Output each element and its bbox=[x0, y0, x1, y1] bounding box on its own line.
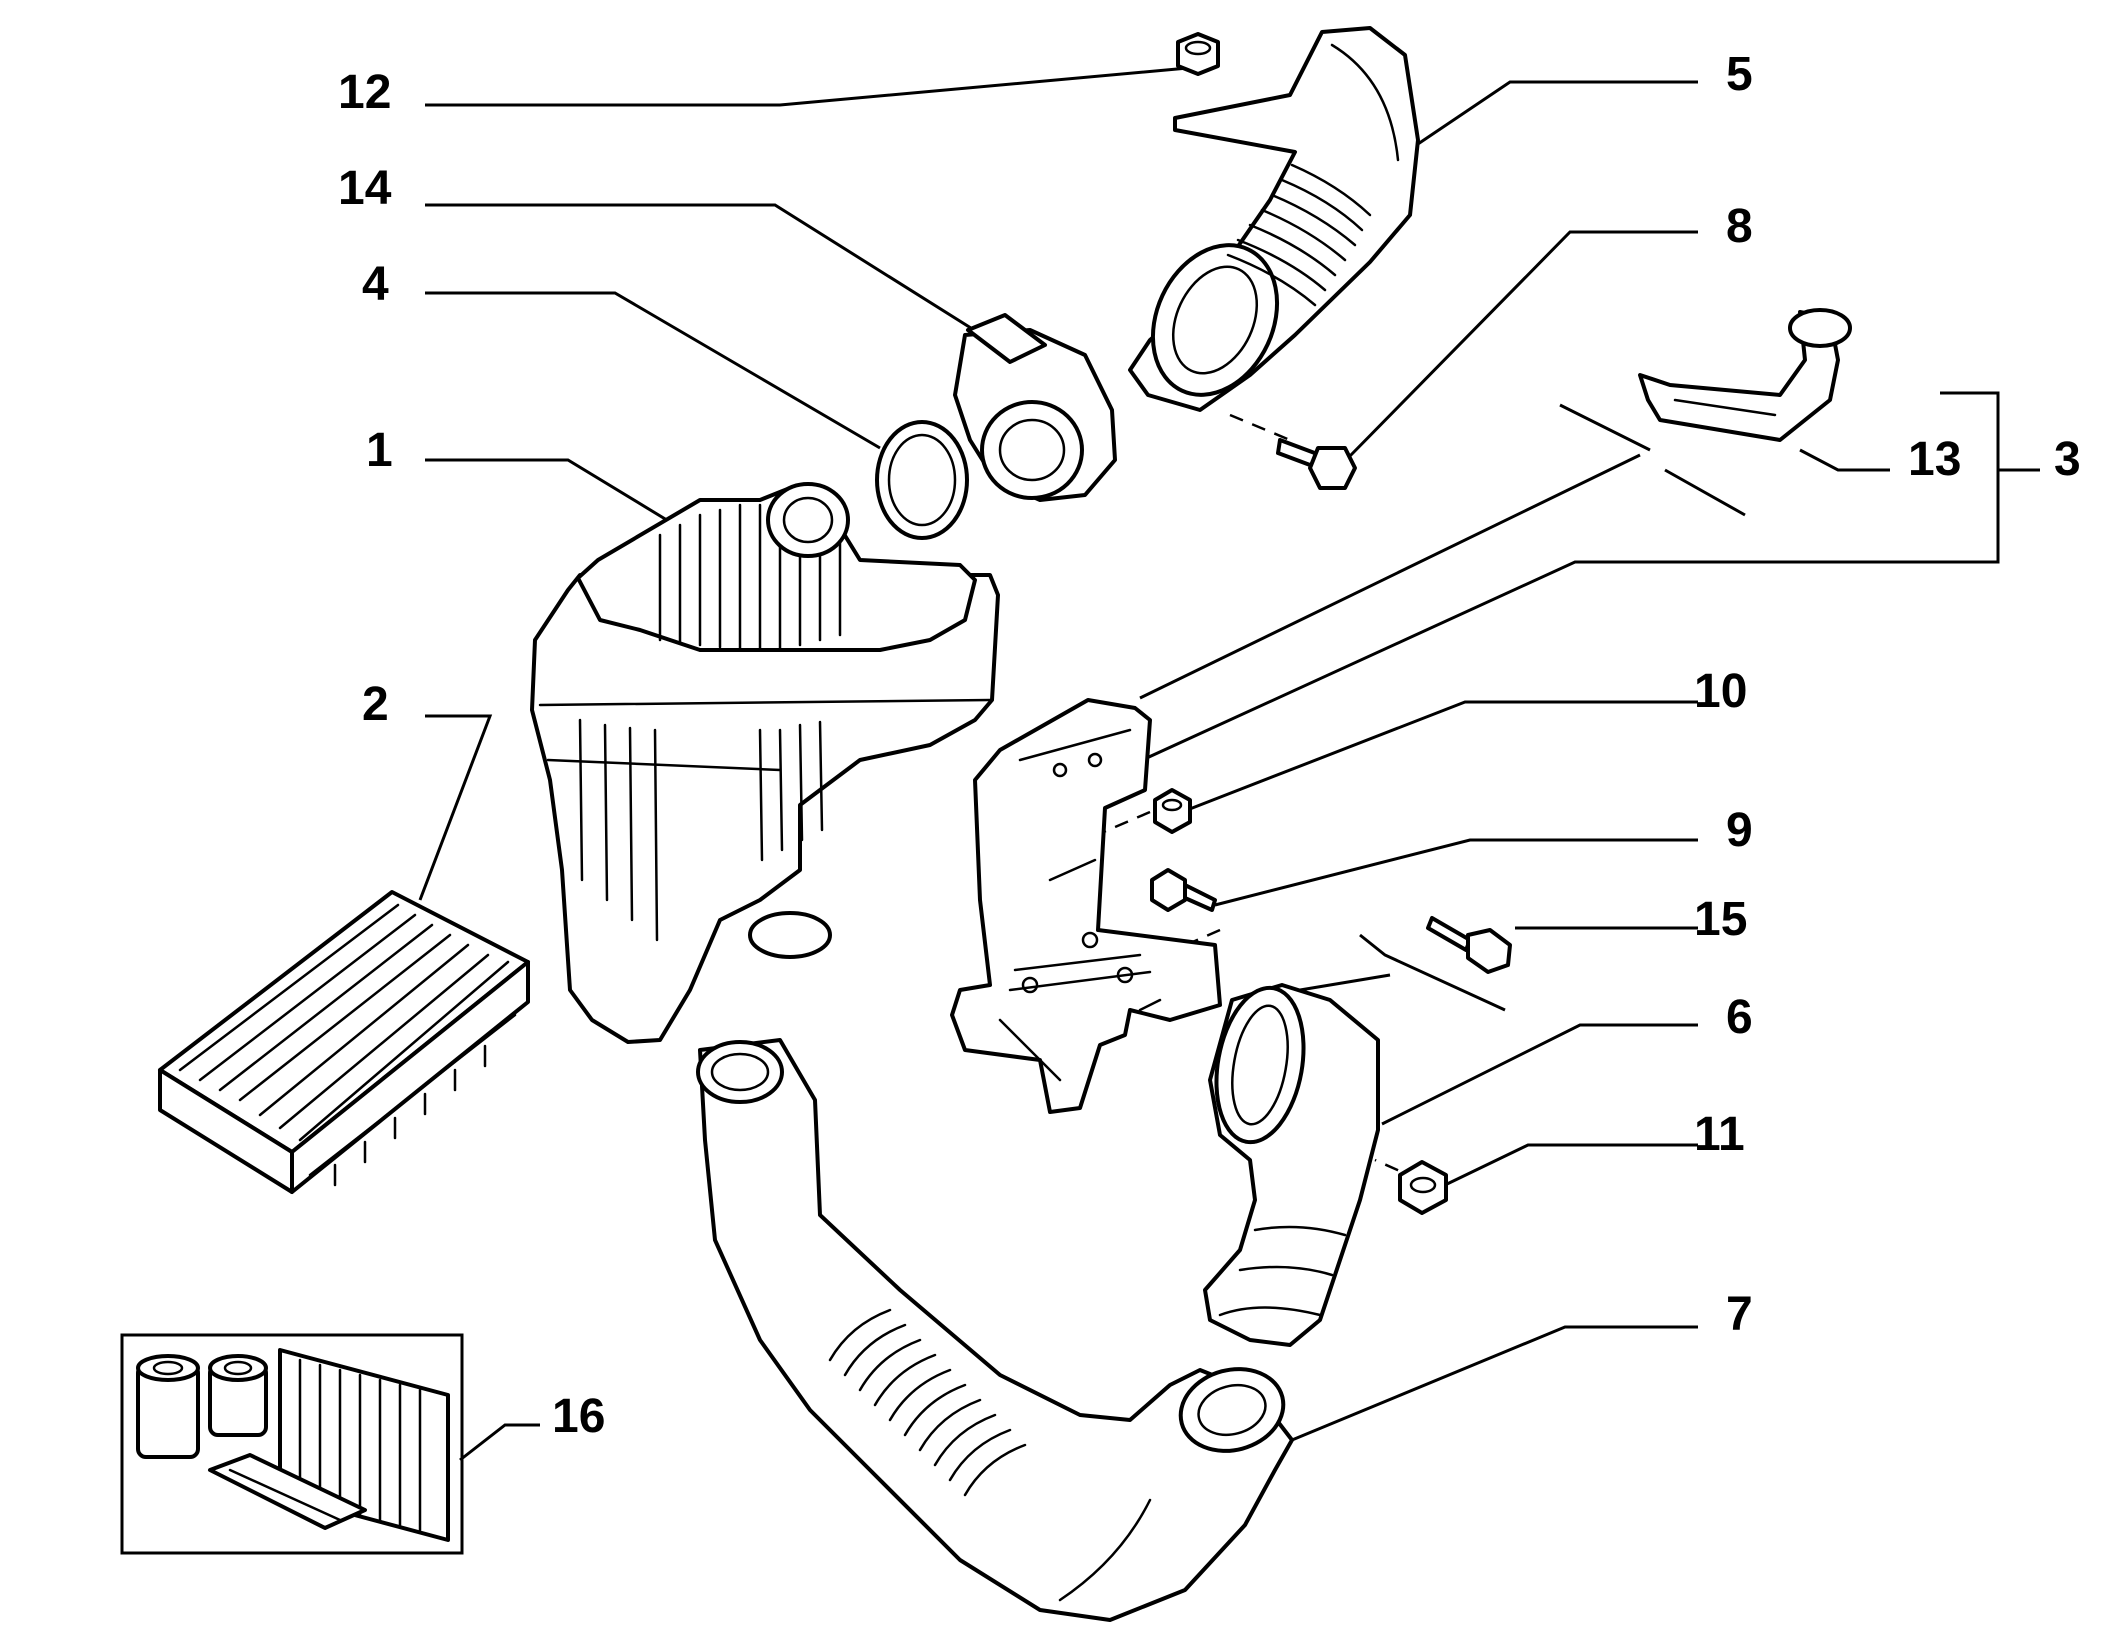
callout-7: 7 bbox=[1726, 1288, 1753, 1341]
airflow-sensor-14-icon bbox=[953, 313, 1117, 502]
nut-10-icon bbox=[1153, 788, 1192, 834]
support-bracket-3-icon bbox=[950, 698, 1222, 1114]
callout-4: 4 bbox=[362, 258, 389, 311]
air-duct-5-icon bbox=[1128, 26, 1420, 412]
callout-8: 8 bbox=[1726, 200, 1753, 253]
callout-3: 3 bbox=[2054, 433, 2081, 486]
air-filter-housing-1-icon bbox=[530, 482, 1000, 1044]
leader-2 bbox=[418, 714, 493, 901]
filter-element-2-icon bbox=[158, 890, 530, 1194]
leader-4 bbox=[425, 291, 881, 450]
leader-7 bbox=[1291, 1325, 1698, 1442]
bolt-9-icon bbox=[1150, 868, 1217, 912]
callout-9: 9 bbox=[1726, 804, 1753, 857]
leader-8 bbox=[1346, 230, 1698, 460]
callout-16: 16 bbox=[552, 1390, 605, 1443]
leader-12 bbox=[425, 66, 1189, 107]
callout-14: 14 bbox=[338, 162, 392, 215]
callout-1: 1 bbox=[366, 424, 393, 477]
leader-16 bbox=[459, 1423, 540, 1462]
callout-12: 12 bbox=[338, 66, 391, 119]
intake-hose-7-icon bbox=[696, 1038, 1294, 1622]
leader-5 bbox=[1411, 80, 1698, 150]
leader-3-c bbox=[1559, 403, 1651, 452]
callout-10: 10 bbox=[1694, 665, 1747, 718]
leader-6 bbox=[1381, 1023, 1698, 1126]
filter-kit-16-icon bbox=[120, 1333, 464, 1555]
bracket-strap-13-icon bbox=[1638, 308, 1852, 442]
leader-lines bbox=[418, 66, 2040, 1462]
leader-1 bbox=[425, 458, 681, 530]
leader-13 bbox=[1799, 448, 1890, 472]
nut-11-icon bbox=[1398, 1160, 1448, 1215]
leader-3-b bbox=[1664, 468, 1746, 517]
callout-13: 13 bbox=[1908, 433, 1961, 486]
leader-3-a bbox=[1139, 453, 1641, 700]
leader-10 bbox=[1181, 700, 1698, 814]
bolt-8-icon bbox=[1276, 438, 1357, 490]
callout-6: 6 bbox=[1726, 991, 1753, 1044]
leader-14 bbox=[425, 203, 991, 342]
leader-11 bbox=[1444, 1143, 1698, 1187]
leader-6-b bbox=[1359, 933, 1506, 1012]
bolt-15-icon bbox=[1426, 916, 1512, 974]
leader-6-c bbox=[1299, 973, 1391, 992]
callout-5: 5 bbox=[1726, 48, 1753, 101]
callout-11: 11 bbox=[1694, 1108, 1745, 1161]
callout-2: 2 bbox=[362, 678, 389, 731]
leader-9 bbox=[1214, 838, 1698, 907]
leader-3-bracket bbox=[1137, 391, 2000, 764]
nut-12-icon bbox=[1176, 32, 1220, 76]
elbow-duct-6-icon bbox=[1203, 983, 1380, 1347]
callout-15: 15 bbox=[1694, 893, 1747, 946]
gasket-ring-4-icon bbox=[875, 420, 969, 540]
